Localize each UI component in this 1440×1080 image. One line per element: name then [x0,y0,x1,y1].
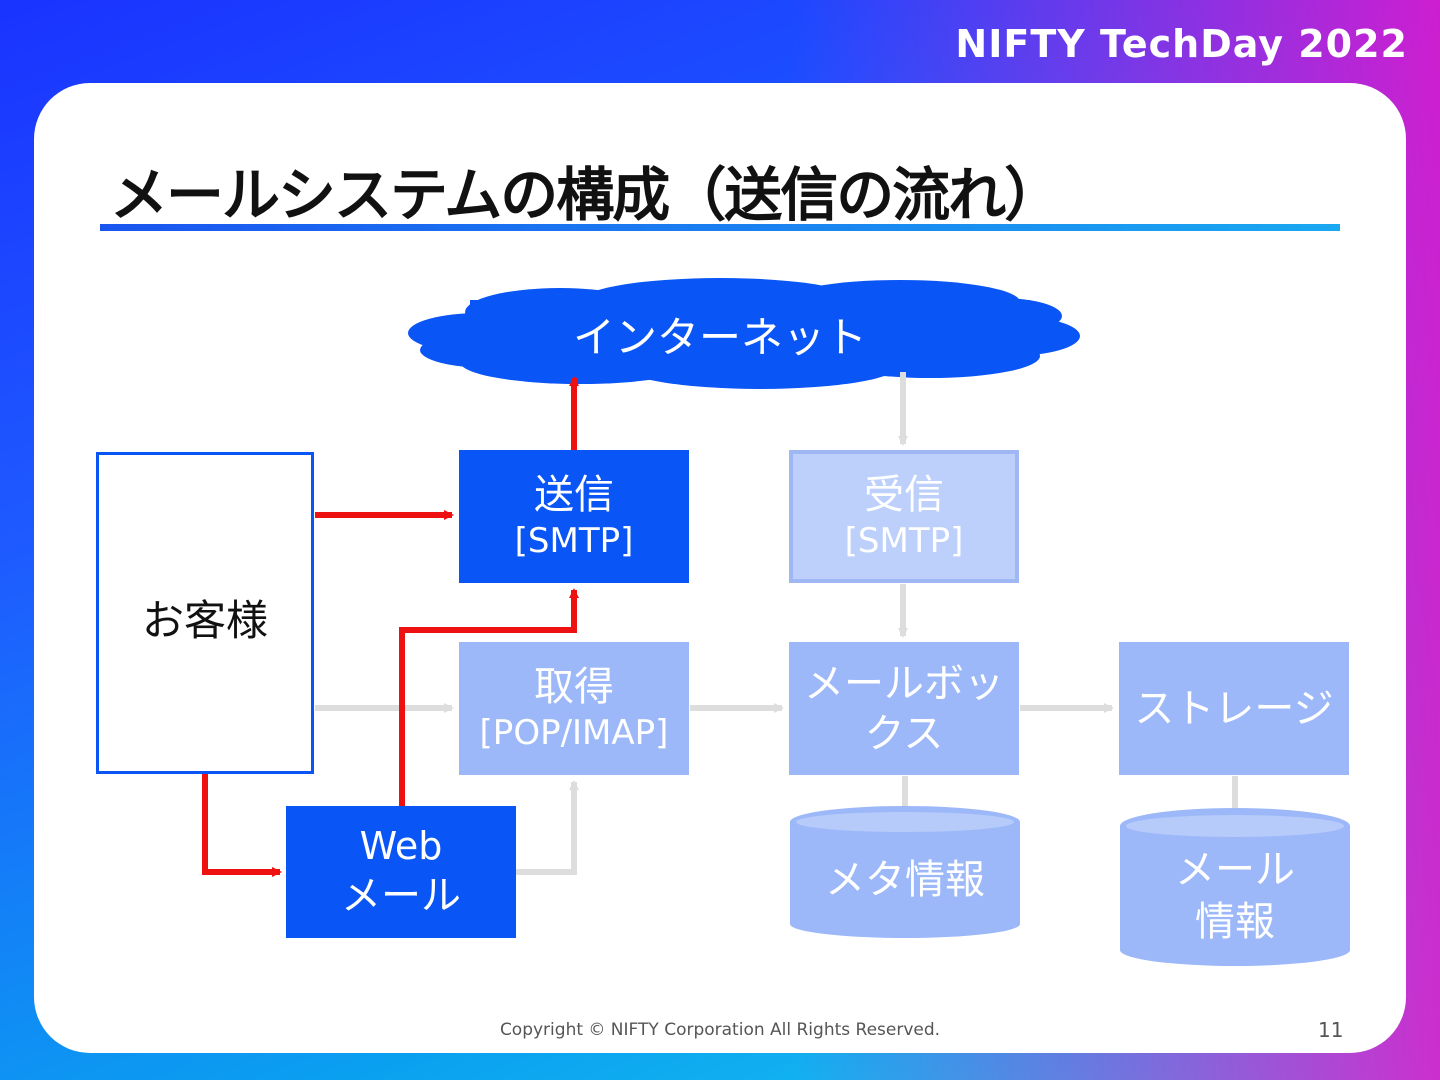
meta-db-cylinder [790,806,1020,938]
arrow-customer-to-webmail [202,774,282,877]
webmail-label-line1: Web [359,824,443,869]
brand-logo: NIFTY TechDay 2022 [955,22,1408,66]
fetch-label: 取得 [534,664,614,711]
page-number: 11 [1318,1018,1344,1042]
storage-label: ストレージ [1134,685,1334,732]
webmail-label-line2: メール [341,872,461,919]
meta-db-label: メタ情報 [825,857,985,903]
arrow-webmail-to-fetch [516,780,579,875]
mailbox-node: メールボッ クス [789,642,1019,775]
send-protocol: [SMTP] [514,521,634,562]
mailbox-label-line1: メールボッ [804,660,1004,707]
mail-db-cylinder [1120,808,1350,966]
send-smtp-node: 送信 [SMTP] [459,450,689,583]
fetch-node: 取得 [POP/IMAP] [459,642,689,775]
arrow-webmail-to-send [399,588,579,806]
receive-label: 受信 [864,472,944,519]
mail-db-label: メール 情報 [1120,844,1350,948]
receive-smtp-node: 受信 [SMTP] [789,450,1019,583]
webmail-node: Web メール [286,806,516,938]
customer-label: お客様 [141,596,268,645]
copyright-footer: Copyright © NIFTY Corporation All Rights… [499,1020,941,1040]
slide-title: メールシステムの構成（送信の流れ） [110,161,1062,229]
storage-node: ストレージ [1119,642,1349,775]
internet-label: インターネット [572,313,867,362]
send-label: 送信 [534,472,614,519]
mail-db-label-line2: 情報 [1195,899,1275,945]
title-underline [100,224,1340,231]
mailbox-label-line2: クス [864,710,944,757]
receive-protocol: [SMTP] [844,521,964,562]
mail-db-label-line1: メール [1175,847,1295,893]
customer-box: お客様 [96,452,314,774]
internet-cloud [408,278,1080,389]
fetch-protocol: [POP/IMAP] [479,713,669,754]
